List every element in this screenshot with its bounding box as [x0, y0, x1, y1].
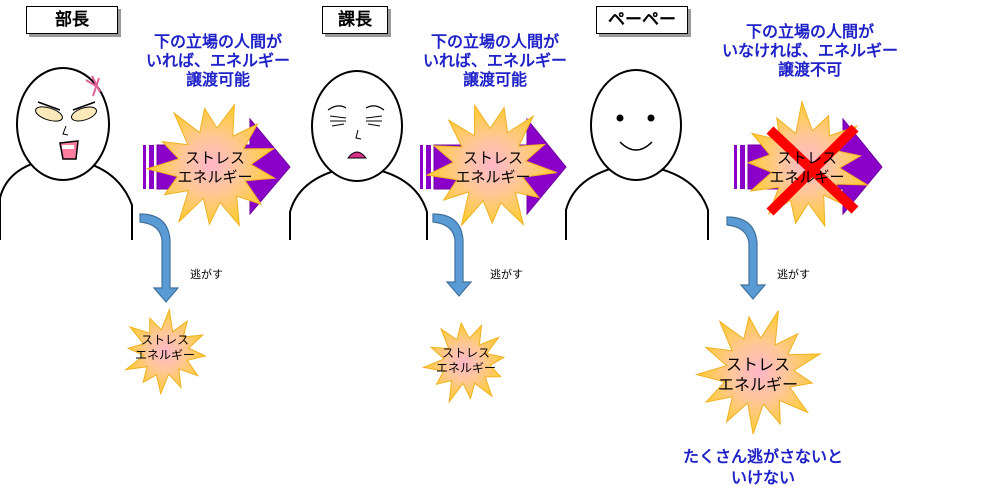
stress-burst-4 [124, 307, 207, 396]
bottom-note: たくさん逃がさないと いけない [663, 446, 863, 488]
caption-line: 譲渡可能 [462, 70, 527, 89]
bucho-right-eye [70, 106, 98, 122]
kacho-figure [289, 70, 428, 240]
stress-burst-1 [145, 103, 277, 227]
caption-pepe: 下の立場の人間が いなければ、エネルギー 譲渡不可 [710, 22, 910, 79]
escape-arrow-3 [726, 216, 767, 300]
burst-line-1: ストレス [776, 149, 837, 167]
kacho-brows [327, 105, 385, 111]
burst-line-1: ストレス [725, 355, 790, 374]
burst-text-4: ストレス エネルギー [120, 333, 210, 363]
caption-line: いれば、エネルギー [422, 51, 567, 70]
kacho-eyes [329, 115, 383, 127]
escape-label-1: 逃がす [190, 268, 223, 281]
caption-line: 譲渡可能 [185, 70, 250, 89]
burst-line-1: ストレス [441, 346, 490, 360]
bottom-note-line: いけない [730, 468, 795, 487]
caption-kacho: 下の立場の人間が いれば、エネルギー 譲渡可能 [405, 32, 585, 89]
kacho-mouth [346, 151, 368, 159]
title-kacho: 課長 [322, 6, 388, 34]
anger-mark-icon [85, 75, 101, 97]
pepe-left-eye [616, 114, 624, 122]
burst-line-1: ストレス [184, 149, 245, 167]
bottom-note-line: たくさん逃がさないと [682, 447, 843, 466]
burst-text-6: ストレス エネルギー [703, 355, 813, 395]
caption-line: 下の立場の人間が [430, 32, 559, 51]
title-bucho: 部長 [26, 6, 118, 34]
stress-burst-5 [421, 321, 506, 404]
bucho-left-eye [35, 106, 63, 122]
bucho-brow-left [37, 101, 61, 111]
caption-line: 譲渡不可 [777, 60, 842, 79]
burst-text-3: ストレス エネルギー [757, 149, 857, 187]
bucho-nose [62, 125, 69, 136]
escape-label-2: 逃がす [490, 268, 523, 281]
burst-text-2: ストレス エネルギー [443, 149, 543, 187]
burst-line-1: ストレス [462, 149, 523, 167]
kacho-head [311, 70, 403, 182]
bucho-figure [0, 67, 133, 240]
title-pepe: ペーペー [596, 6, 688, 34]
caption-line: 下の立場の人間が [153, 32, 282, 51]
caption-line: いれば、エネルギー [145, 51, 290, 70]
caption-bucho: 下の立場の人間が いれば、エネルギー 譲渡可能 [128, 32, 308, 89]
burst-line-2: エネルギー [455, 167, 531, 186]
burst-text-5: ストレス エネルギー [421, 346, 511, 376]
caption-line: いなければ、エネルギー [721, 41, 898, 60]
burst-line-2: エネルギー [177, 167, 253, 186]
pepe-head [590, 69, 682, 181]
pepe-smile [619, 141, 653, 151]
escape-arrow-1 [139, 213, 180, 303]
stress-burst-2 [425, 103, 557, 227]
burst-line-2: エネルギー [717, 375, 798, 394]
escape-arrow-2 [432, 213, 473, 297]
bucho-brow-right [72, 101, 96, 111]
pepe-figure [565, 69, 709, 240]
burst-line-2: エネルギー [134, 348, 195, 362]
caption-line: 下の立場の人間が [745, 22, 874, 41]
kacho-nose [355, 129, 362, 140]
burst-line-2: エネルギー [435, 361, 496, 375]
burst-text-1: ストレス エネルギー [165, 149, 265, 187]
burst-line-2: エネルギー [769, 167, 845, 186]
cross-out-icon [766, 124, 859, 216]
burst-line-1: ストレス [140, 333, 189, 347]
bucho-mouth [59, 140, 79, 160]
pepe-right-eye [647, 114, 655, 122]
escape-label-3: 逃がす [777, 268, 810, 281]
bucho-head [16, 67, 110, 181]
stress-burst-6 [694, 310, 822, 435]
